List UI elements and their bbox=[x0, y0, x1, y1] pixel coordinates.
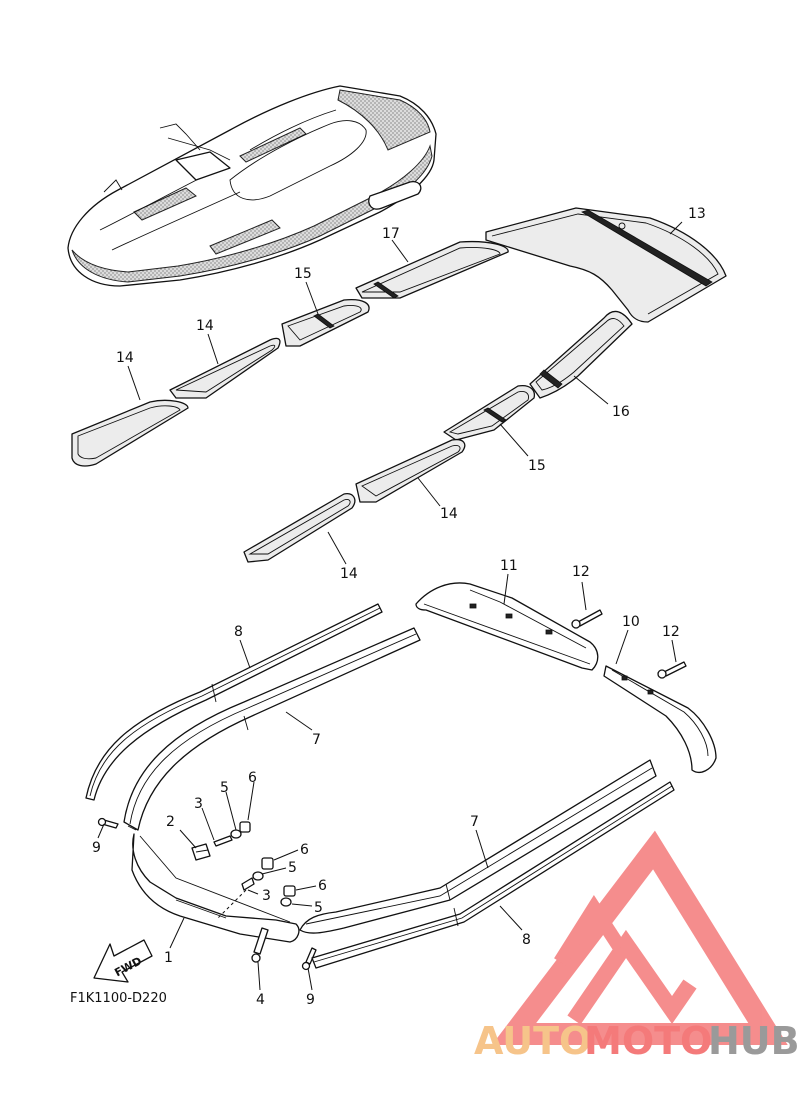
callout-7-lower: 7 bbox=[470, 814, 479, 830]
part-5-washer-c bbox=[280, 897, 292, 907]
watermark-part-2: MOTO bbox=[584, 1019, 712, 1063]
part-13-rear-deck-mat bbox=[485, 207, 727, 323]
callout-7-upper: 7 bbox=[312, 732, 321, 748]
forward-arrow-icon: FWD bbox=[93, 939, 153, 983]
callout-3-a: 3 bbox=[194, 796, 203, 812]
part-12-rivet-a bbox=[571, 609, 603, 629]
part-8-rail-strip-lower bbox=[311, 781, 675, 969]
callout-14-d: 14 bbox=[340, 566, 358, 582]
diagram-code: F1K1100-D220 bbox=[70, 991, 167, 1006]
part-1-front-bumper bbox=[131, 833, 300, 943]
callout-9-a: 9 bbox=[92, 840, 101, 856]
part-15-deck-mat-lower bbox=[443, 384, 536, 441]
callout-labels: 13 17 15 14 14 16 15 14 14 11 12 10 12 8… bbox=[92, 206, 706, 1008]
callout-6-c: 6 bbox=[318, 878, 327, 894]
part-12-rivet-b bbox=[657, 661, 687, 679]
callout-3-b: 3 bbox=[262, 888, 271, 904]
part-9-screw-a bbox=[97, 817, 119, 829]
part-4-bolt bbox=[251, 927, 269, 963]
callout-6-a: 6 bbox=[248, 770, 257, 786]
callout-9-b: 9 bbox=[306, 992, 315, 1008]
part-10-side-bumper bbox=[603, 665, 717, 773]
part-3-screw-a bbox=[213, 835, 233, 847]
callout-5-b: 5 bbox=[288, 860, 297, 876]
part-6-nut-a bbox=[239, 821, 251, 833]
callout-1: 1 bbox=[164, 950, 173, 966]
callout-8-lower: 8 bbox=[522, 932, 531, 948]
part-3-screw-b bbox=[241, 877, 255, 891]
part-2-clip bbox=[191, 843, 211, 861]
callout-16: 16 bbox=[612, 404, 630, 420]
part-14-deck-mat-c bbox=[355, 438, 466, 503]
callout-4: 4 bbox=[256, 992, 265, 1008]
callout-2: 2 bbox=[166, 814, 175, 830]
part-7-rail-upper bbox=[123, 627, 421, 831]
callout-12-b: 12 bbox=[662, 624, 680, 640]
part-11-stern-bumper bbox=[415, 582, 599, 671]
leader-lines bbox=[97, 221, 683, 991]
callout-6-b: 6 bbox=[300, 842, 309, 858]
callout-13: 13 bbox=[688, 206, 706, 222]
callout-11: 11 bbox=[500, 558, 518, 574]
callout-8-upper: 8 bbox=[234, 624, 243, 640]
watermark-part-1: AUTO bbox=[474, 1019, 591, 1063]
watermark-part-3: HUB bbox=[708, 1019, 800, 1063]
watermark-text: AUTO MOTO HUB bbox=[474, 1019, 800, 1063]
part-6-nut-c bbox=[283, 885, 296, 897]
callout-5-a: 5 bbox=[220, 780, 229, 796]
part-14-deck-mat-a bbox=[71, 399, 189, 467]
callout-5-c: 5 bbox=[314, 900, 323, 916]
part-6-nut-b bbox=[261, 857, 274, 870]
part-5-washer-b bbox=[252, 871, 264, 881]
watermark-logo bbox=[491, 830, 788, 1045]
part-15-deck-mat-upper bbox=[281, 298, 370, 347]
watercraft-overview bbox=[67, 85, 437, 287]
part-5-washer-a bbox=[230, 829, 242, 839]
callout-14-b: 14 bbox=[196, 318, 214, 334]
part-16-deck-mat bbox=[529, 310, 633, 399]
part-9-screw-b bbox=[301, 947, 317, 971]
part-17-deck-mat bbox=[355, 240, 509, 299]
callout-17: 17 bbox=[382, 226, 400, 242]
callout-14-a: 14 bbox=[116, 350, 134, 366]
part-14-deck-mat-d bbox=[243, 493, 356, 563]
callout-10: 10 bbox=[622, 614, 640, 630]
part-7-rail-lower bbox=[299, 759, 657, 934]
callout-14-c: 14 bbox=[440, 506, 458, 522]
callout-15-lower: 15 bbox=[528, 458, 546, 474]
part-8-rail-strip-upper bbox=[85, 603, 383, 801]
callout-15-upper: 15 bbox=[294, 266, 312, 282]
callout-12-a: 12 bbox=[572, 564, 590, 580]
part-14-deck-mat-b bbox=[169, 337, 281, 399]
